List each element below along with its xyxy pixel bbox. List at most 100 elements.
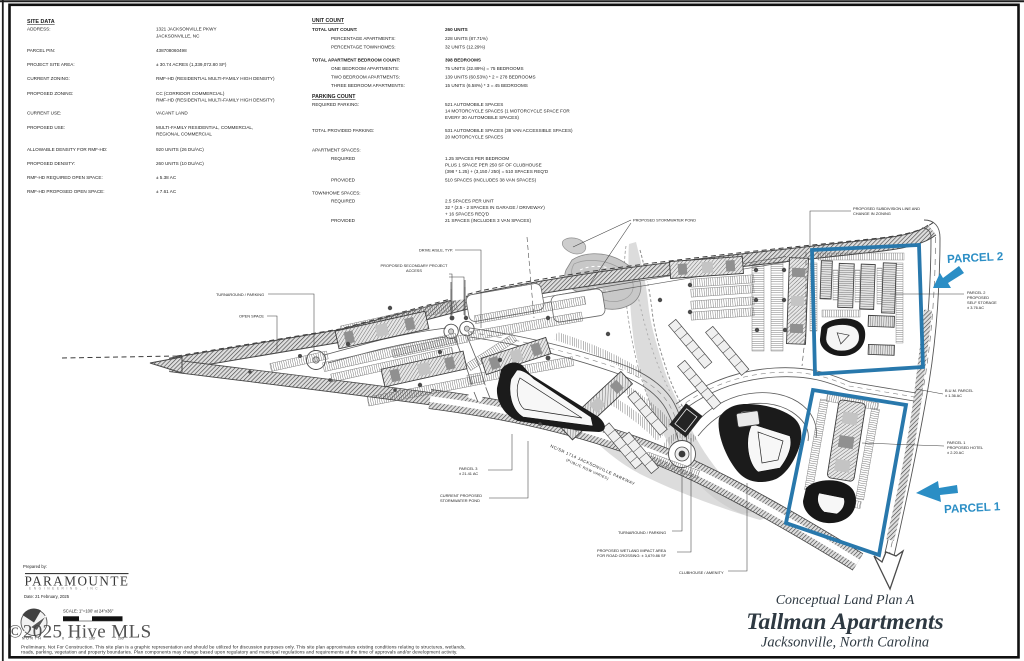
svg-text:PERCENTAGE APARTMENTS:: PERCENTAGE APARTMENTS: (331, 36, 396, 41)
svg-text:UNIT COUNT: UNIT COUNT (312, 18, 345, 24)
svg-text:21 SPACES (INCLUDES 3 VAN SPAC: 21 SPACES (INCLUDES 3 VAN SPACES) (445, 218, 532, 223)
svg-text:521 AUTOMOBILE SPACES: 521 AUTOMOBILE SPACES (445, 102, 503, 107)
svg-text:PROJECT SITE AREA:: PROJECT SITE AREA: (27, 62, 75, 67)
svg-text:APARTMENT SPACES:: APARTMENT SPACES: (312, 148, 361, 153)
svg-text:TOTAL PROVIDED PARKING:: TOTAL PROVIDED PARKING: (312, 128, 374, 133)
svg-text:MULTI-FAMILY RESIDENTIAL, COMM: MULTI-FAMILY RESIDENTIAL, COMMERCIAL, (156, 125, 253, 130)
svg-text:RMF-HD (RESIDENTIAL MULTI-FAMI: RMF-HD (RESIDENTIAL MULTI-FAMILY HIGH DE… (156, 76, 275, 81)
svg-text:438708060498: 438708060498 (156, 48, 187, 53)
svg-text:JACKSONVILLE, NC: JACKSONVILLE, NC (156, 34, 200, 39)
svg-text:ACCESS: ACCESS (406, 268, 422, 273)
svg-text:CURRENT USE:: CURRENT USE: (27, 111, 61, 116)
svg-text:TOTAL APARTMENT BEDROOM COUNT:: TOTAL APARTMENT BEDROOM COUNT: (312, 58, 401, 63)
svg-text:VACANT LAND: VACANT LAND (156, 111, 188, 116)
svg-text:1.25 SPACES PER BEDROOM: 1.25 SPACES PER BEDROOM (445, 156, 509, 161)
svg-text:PROVIDED: PROVIDED (331, 178, 356, 183)
svg-text:DRIVE AISLE, TYP.: DRIVE AISLE, TYP. (419, 248, 453, 253)
svg-text:THREE BEDROOM APARTMENTS:: THREE BEDROOM APARTMENTS: (331, 83, 405, 88)
svg-text:B.U.M. PARCEL: B.U.M. PARCEL (945, 388, 974, 393)
svg-text:32 * (2.5 - 2 SPACES IN GARAGE: 32 * (2.5 - 2 SPACES IN GARAGE / DRIVEWA… (445, 205, 545, 210)
svg-text:TWO BEDROOM APARTMENTS:: TWO BEDROOM APARTMENTS: (331, 75, 400, 80)
svg-text:0: 0 (62, 637, 64, 641)
svg-text:± 30.74 ACRES (1,339,072.80 SF: ± 30.74 ACRES (1,339,072.80 SF) (156, 62, 227, 67)
svg-text:TURNAROUND / PARKING: TURNAROUND / PARKING (216, 292, 264, 297)
svg-text:PROPOSED DENSITY:: PROPOSED DENSITY: (27, 161, 75, 166)
svg-text:100': 100' (89, 637, 96, 641)
svg-text:20 MOTORCYCLE SPACES: 20 MOTORCYCLE SPACES (445, 135, 503, 140)
svg-text:SELF STORAGE: SELF STORAGE (967, 300, 997, 305)
svg-text:± 21.41 AC: ± 21.41 AC (459, 471, 478, 476)
svg-text:1321 JACKSONVILLE PKWY: 1321 JACKSONVILLE PKWY (156, 27, 217, 32)
svg-text:15 UNITS (6.58%) * 3 = 45 BEDR: 15 UNITS (6.58%) * 3 = 45 BEDROOMS (445, 83, 528, 88)
svg-text:228 UNITS (87.71%): 228 UNITS (87.71%) (445, 36, 488, 41)
svg-text:+ 16 SPACES REQ'D: + 16 SPACES REQ'D (445, 212, 490, 217)
svg-text:Conceptual Land Plan A: Conceptual Land Plan A (776, 593, 915, 608)
svg-text:PROPOSED STORMWATER POND: PROPOSED STORMWATER POND (633, 218, 696, 223)
svg-text:REQUIRED: REQUIRED (331, 156, 356, 161)
svg-text:SITE DATA: SITE DATA (27, 19, 55, 25)
svg-text:ADDRESS:: ADDRESS: (27, 27, 51, 32)
svg-text:REQUIRED: REQUIRED (331, 199, 356, 204)
svg-text:TOTAL UNIT COUNT:: TOTAL UNIT COUNT: (312, 27, 358, 32)
svg-text:PLUS 1 SPACE PER 250 SF OF CLU: PLUS 1 SPACE PER 250 SF OF CLUBHOUSE (445, 163, 542, 168)
svg-text:Prepared by:: Prepared by: (23, 564, 47, 569)
svg-text:PARCEL 2: PARCEL 2 (967, 290, 985, 295)
svg-text:OPEN SPACE: OPEN SPACE (239, 314, 264, 319)
svg-text:± 5.38 AC: ± 5.38 AC (156, 175, 177, 180)
svg-text:200': 200' (118, 637, 125, 641)
svg-text:260 UNITS: 260 UNITS (445, 27, 468, 32)
svg-text:PARCEL 1: PARCEL 1 (944, 500, 1001, 516)
svg-text:PROPOSED: PROPOSED (967, 295, 989, 300)
svg-text:REQUIRED PARKING:: REQUIRED PARKING: (312, 102, 359, 107)
svg-text:PARCEL 1: PARCEL 1 (947, 440, 965, 445)
svg-text:14 MOTORCYCLE SPACES (1 MOTORC: 14 MOTORCYCLE SPACES (1 MOTORCYCLE SPACE… (445, 109, 570, 114)
svg-text:CLUBHOUSE / AMENITY: CLUBHOUSE / AMENITY (679, 570, 724, 575)
svg-text:REGIONAL COMMERCIAL: REGIONAL COMMERCIAL (156, 132, 212, 137)
svg-text:Date: 21 February, 2025: Date: 21 February, 2025 (24, 594, 70, 599)
svg-text:EVERY 30 AUTOMOBILE SPACES): EVERY 30 AUTOMOBILE SPACES) (445, 115, 519, 120)
svg-text:Tallman Apartments: Tallman Apartments (746, 609, 943, 635)
svg-text:PARAMOUNTE: PARAMOUNTE (25, 574, 130, 589)
svg-text:roads, parking, vegetation and: roads, parking, vegetation and property … (21, 650, 457, 655)
svg-text:32 UNITS (12.29%): 32 UNITS (12.29%) (445, 45, 486, 50)
svg-text:RMF-HD PROPOSED OPEN SPACE:: RMF-HD PROPOSED OPEN SPACE: (27, 189, 105, 194)
svg-text:Jacksonville, North Carolina: Jacksonville, North Carolina (761, 635, 929, 651)
svg-text:± 7.61 AC: ± 7.61 AC (156, 189, 177, 194)
svg-text:398 BEDROOMS: 398 BEDROOMS (445, 58, 481, 63)
svg-text:PERCENTAGE TOWNHOMES:: PERCENTAGE TOWNHOMES: (331, 45, 396, 50)
svg-text:75 UNITS (32.89%) = 75 BEDROOM: 75 UNITS (32.89%) = 75 BEDROOMS (445, 66, 524, 71)
svg-text:± 1.36 AC: ± 1.36 AC (945, 393, 962, 398)
svg-text:RMF-HD (RESIDENTIAL MULTI-FAMI: RMF-HD (RESIDENTIAL MULTI-FAMILY HIGH DE… (156, 98, 275, 103)
svg-text:± 2.20 AC: ± 2.20 AC (947, 450, 964, 455)
svg-text:CURRENT ZONING:: CURRENT ZONING: (27, 76, 70, 81)
svg-text:CC (CORRIDOR COMMERCIAL): CC (CORRIDOR COMMERCIAL) (156, 91, 225, 96)
svg-text:CURRENT PROPOSED: CURRENT PROPOSED (440, 493, 482, 498)
svg-text:2.5 SPACES PER UNIT: 2.5 SPACES PER UNIT (445, 199, 494, 204)
svg-text:TURNAROUND / PARKING: TURNAROUND / PARKING (618, 530, 666, 535)
svg-text:Preliminary. Not For Construct: Preliminary. Not For Construction. This … (21, 645, 466, 650)
svg-text:ENGINEERING, INC.: ENGINEERING, INC. (29, 586, 104, 590)
svg-text:510 SPACES (INCLUDES 38 VAN SP: 510 SPACES (INCLUDES 38 VAN SPACES) (445, 178, 537, 183)
svg-text:50': 50' (76, 637, 81, 641)
svg-text:PROPOSED SECONDARY PROJECT: PROPOSED SECONDARY PROJECT (381, 263, 448, 268)
svg-text:STORMWATER POND: STORMWATER POND (440, 498, 480, 503)
svg-text:PARKING COUNT: PARKING COUNT (312, 94, 356, 100)
svg-text:(398 * 1.25) + (3,150 / 250) =: (398 * 1.25) + (3,150 / 250) = 510 SPACE… (445, 169, 549, 174)
svg-text:TOWNHOME SPACES:: TOWNHOME SPACES: (312, 191, 361, 196)
svg-text:PROPOSED SUBDIVISION LINE AND: PROPOSED SUBDIVISION LINE AND (853, 206, 920, 211)
svg-text:PROVIDED: PROVIDED (331, 218, 356, 223)
svg-text:PROPOSED USE:: PROPOSED USE: (27, 125, 65, 130)
svg-text:139 UNITS (60.53%) * 2 = 278 B: 139 UNITS (60.53%) * 2 = 278 BEDROOMS (445, 75, 536, 80)
svg-text:PROPOSED WETLAND IMPACT AREA: PROPOSED WETLAND IMPACT AREA (597, 548, 666, 553)
svg-text:CHANGE IN ZONING: CHANGE IN ZONING (853, 211, 891, 216)
svg-text:ALLOWABLE DENSITY FOR RMF-HD:: ALLOWABLE DENSITY FOR RMF-HD: (27, 147, 107, 152)
svg-text:SCALE: 1"=100' at 24"x36": SCALE: 1"=100' at 24"x36" (63, 609, 114, 614)
svg-text:RMF-HD REQUIRED OPEN SPACE:: RMF-HD REQUIRED OPEN SPACE: (27, 175, 103, 180)
svg-text:ONE BEDROOM APARTMENTS:: ONE BEDROOM APARTMENTS: (331, 66, 399, 71)
svg-text:531 AUTOMOBILE SPACES (38 VAN: 531 AUTOMOBILE SPACES (38 VAN ACCESSIBLE… (445, 128, 573, 133)
svg-text:PROPOSED ZONING:: PROPOSED ZONING: (27, 91, 73, 96)
svg-text:PARCEL 2: PARCEL 2 (947, 250, 1004, 266)
svg-text:920 UNITS (26 DU/AC): 920 UNITS (26 DU/AC) (156, 147, 204, 152)
svg-text:PARCEL 3: PARCEL 3 (459, 466, 477, 471)
svg-text:260 UNITS (10 DU/AC): 260 UNITS (10 DU/AC) (156, 161, 204, 166)
